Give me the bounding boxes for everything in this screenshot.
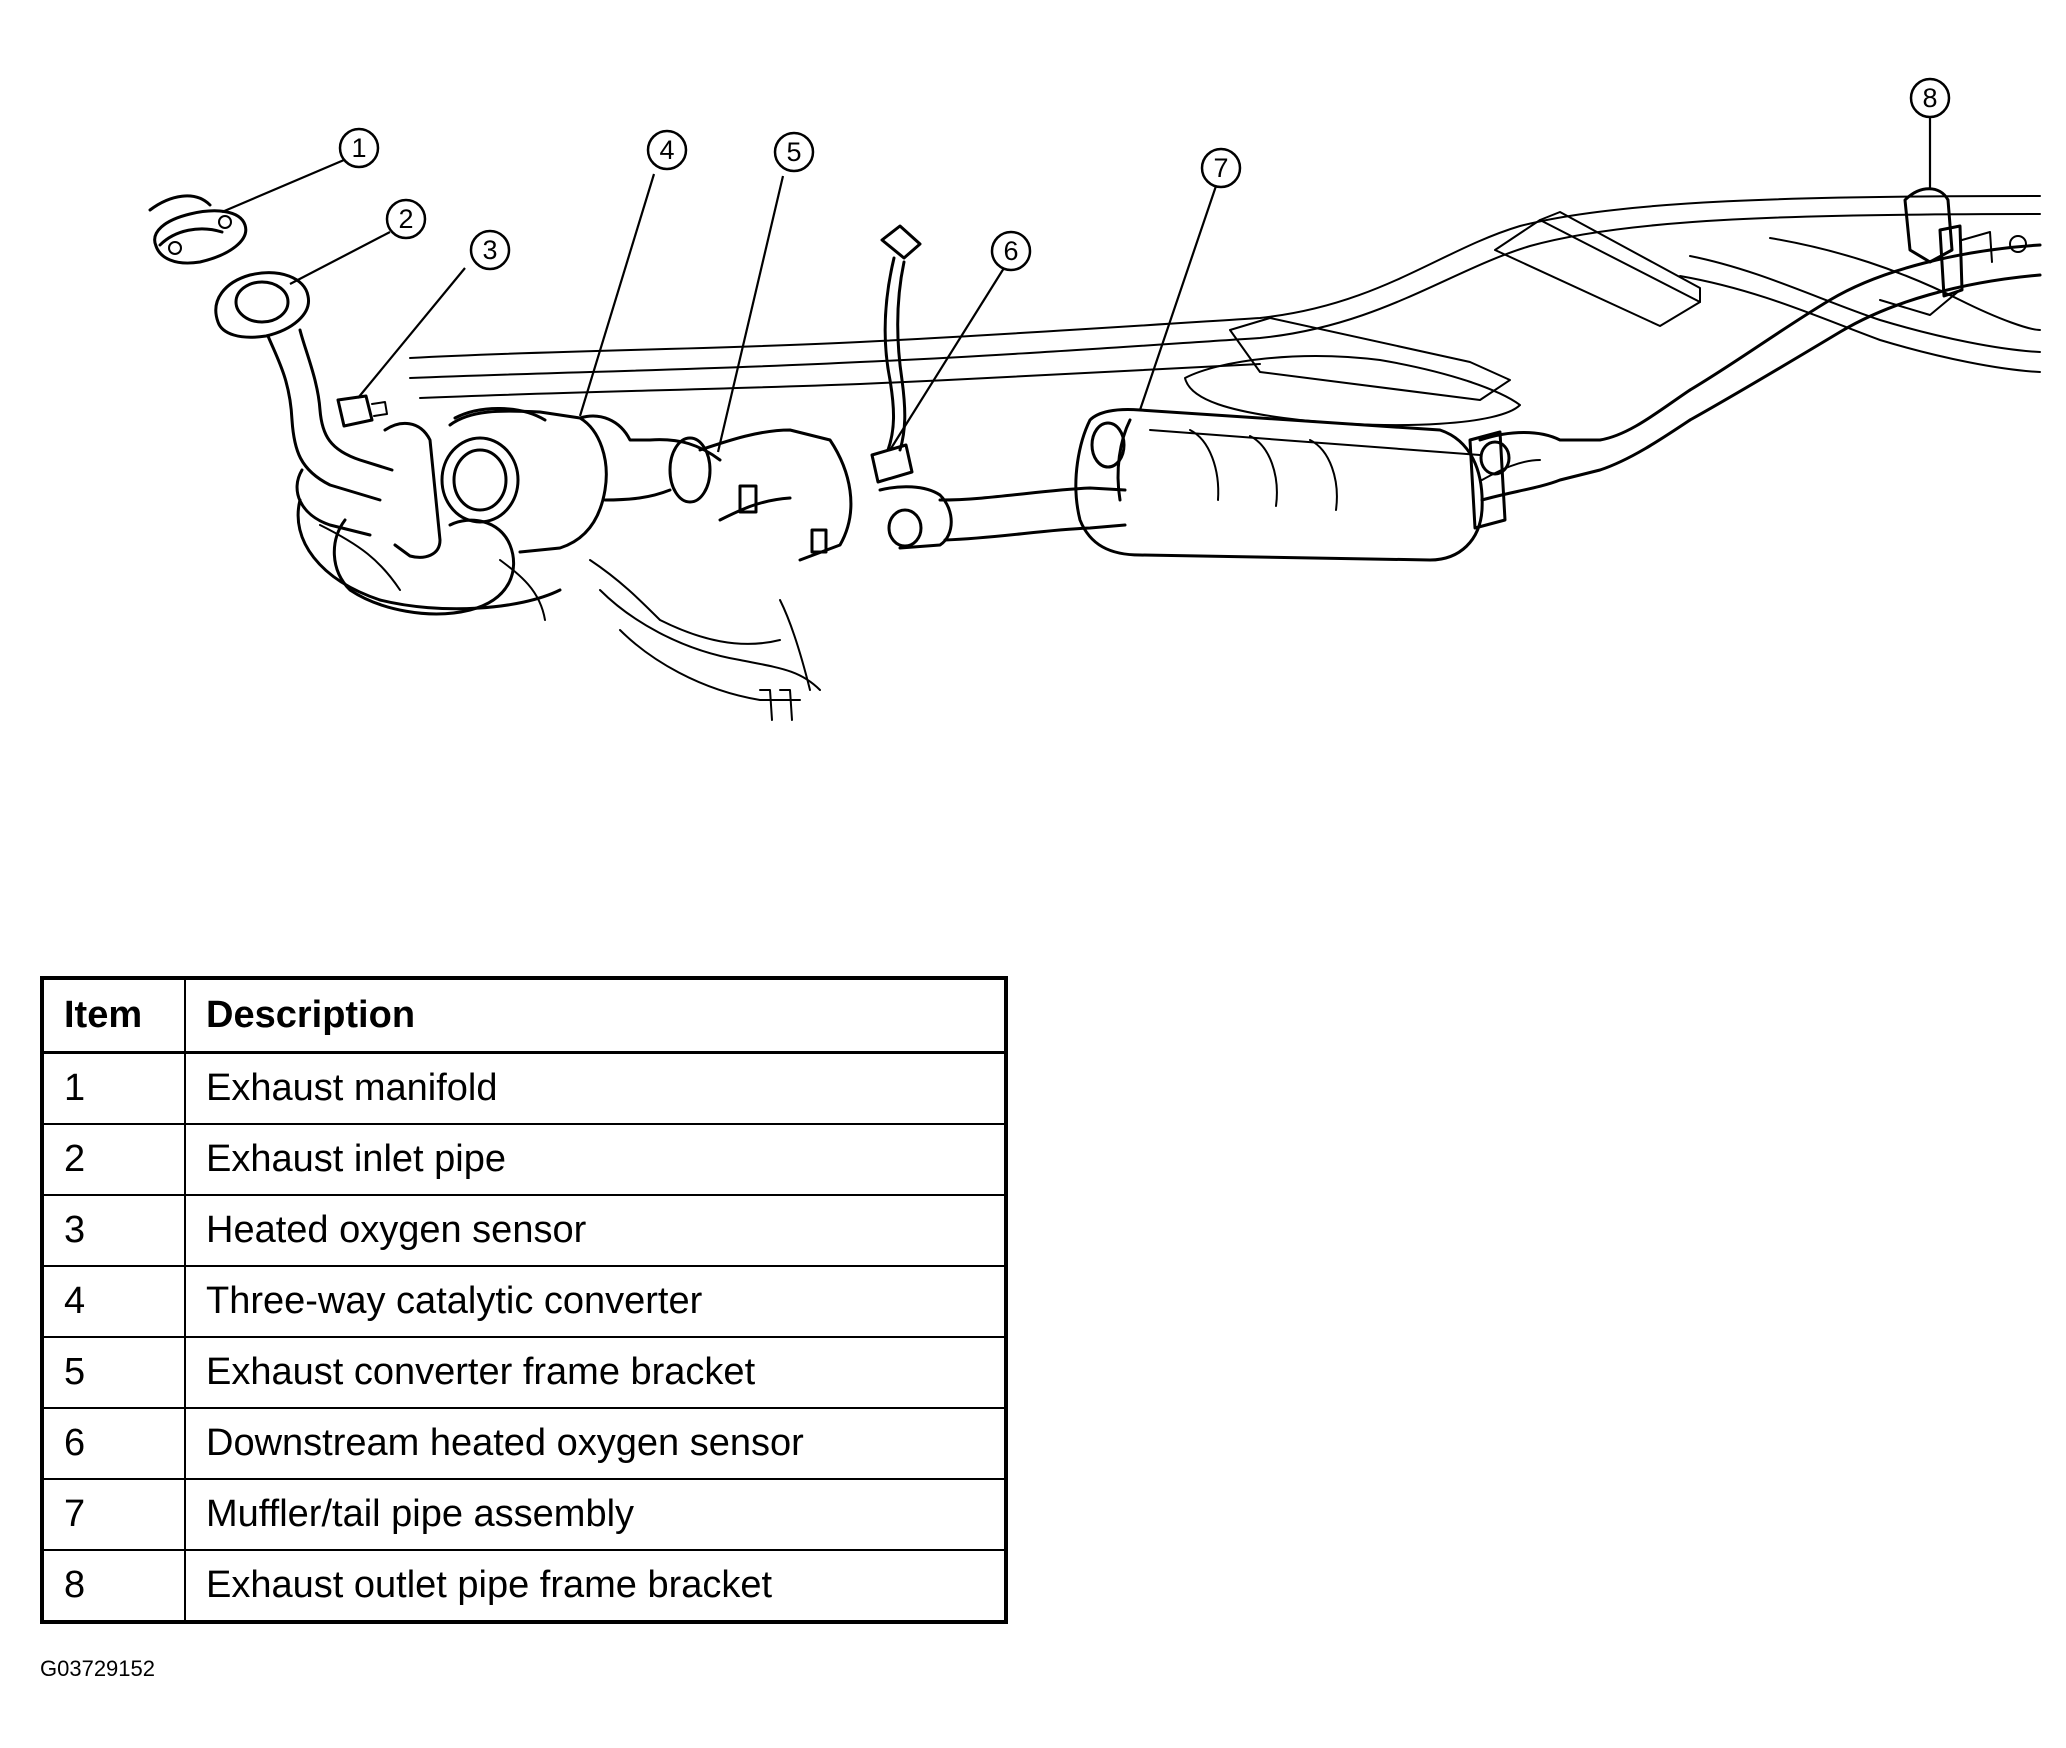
engine-manifold (296, 407, 562, 621)
legend-header-description: Description (184, 977, 1007, 1054)
legend-item-number: 6 (41, 1407, 186, 1480)
legend-item-number: 8 (41, 1549, 186, 1623)
frame-rails (409, 195, 2041, 399)
callout-5: 5 (773, 131, 815, 173)
callout-4-label: 4 (659, 135, 674, 165)
callout-8-label: 8 (1922, 83, 1937, 113)
legend-item-description: Exhaust inlet pipe (184, 1123, 1007, 1196)
legend-item-description: Exhaust outlet pipe frame bracket (184, 1549, 1007, 1623)
legend-item-number: 3 (41, 1194, 186, 1267)
legend-item-number: 2 (41, 1123, 186, 1196)
three-way-catalytic-converter (448, 409, 821, 701)
legend-item-description: Downstream heated oxygen sensor (184, 1407, 1007, 1480)
downstream-oxygen-sensor (870, 224, 922, 484)
outlet-pipe-frame-bracket (1879, 187, 2027, 316)
callout-7-label: 7 (1213, 153, 1228, 183)
callout-1: 1 (338, 127, 380, 169)
legend-table: Item Description 1 Exhaust manifold 2 Ex… (40, 976, 1008, 1624)
converter-frame-bracket (698, 428, 853, 721)
callout-6-label: 6 (1003, 236, 1018, 266)
legend-item-description: Heated oxygen sensor (184, 1194, 1007, 1267)
legend-item-description: Muffler/tail pipe assembly (184, 1478, 1007, 1551)
legend-item-number: 7 (41, 1478, 186, 1551)
heated-oxygen-sensor (336, 394, 388, 428)
legend-item-number: 4 (41, 1265, 186, 1338)
table-row: 3 Heated oxygen sensor (41, 1194, 1007, 1267)
table-row: 7 Muffler/tail pipe assembly (41, 1478, 1007, 1551)
table-row: 2 Exhaust inlet pipe (41, 1123, 1007, 1196)
callout-5-label: 5 (786, 137, 801, 167)
muffler-tailpipe-assembly (878, 243, 2042, 562)
legend-item-description: Three-way catalytic converter (184, 1265, 1007, 1338)
callout-leaders (221, 118, 1932, 453)
exhaust-inlet-pipe (214, 271, 394, 537)
callout-6: 6 (990, 230, 1032, 272)
legend-header-row: Item Description (41, 977, 1007, 1054)
legend-header-item: Item (41, 977, 186, 1054)
exhaust-system-illustration: 1 2 3 4 5 6 7 8 (148, 77, 2042, 721)
table-row: 1 Exhaust manifold (41, 1051, 1007, 1125)
table-row: 8 Exhaust outlet pipe frame bracket (41, 1549, 1007, 1623)
legend-item-description: Exhaust converter frame bracket (184, 1336, 1007, 1409)
callout-4: 4 (646, 129, 688, 171)
callout-3: 3 (469, 229, 511, 271)
callout-8: 8 (1909, 77, 1951, 119)
table-row: 6 Downstream heated oxygen sensor (41, 1407, 1007, 1480)
legend-item-number: 5 (41, 1336, 186, 1409)
legend-item-description: Exhaust manifold (184, 1051, 1007, 1125)
callout-2: 2 (385, 198, 427, 240)
table-row: 4 Three-way catalytic converter (41, 1265, 1007, 1338)
legend-item-number: 1 (41, 1051, 186, 1125)
callout-7: 7 (1200, 147, 1242, 189)
callout-2-label: 2 (398, 204, 413, 234)
callout-3-label: 3 (482, 235, 497, 265)
callout-1-label: 1 (351, 133, 366, 163)
crossmember (1184, 211, 1701, 426)
table-row: 5 Exhaust converter frame bracket (41, 1336, 1007, 1409)
exhaust-manifold-flange (148, 194, 248, 265)
figure-id: G03729152 (40, 1656, 155, 1681)
